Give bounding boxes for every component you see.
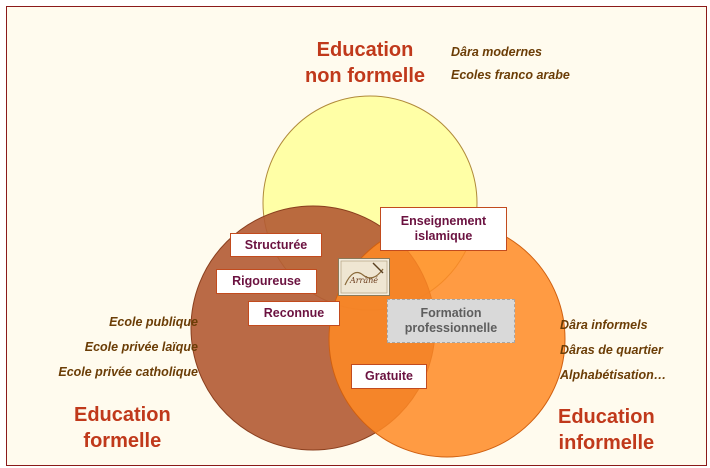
list-item: Dâras de quartier [560,343,663,357]
title-line: Education [558,406,655,428]
list-item: Dâra informels [560,318,648,332]
box-label: Formation [420,306,482,320]
box-label: Enseignement [400,214,487,228]
logo-text: Arrâné [349,276,378,285]
title-line: formelle [83,430,162,452]
title-education-formelle: Education formelle [74,402,171,454]
list-formelle: Ecole publique Ecole privée laïque Ecole… [58,310,198,385]
list-item: Ecole privée catholique [58,365,198,379]
box-rigoureuse: Rigoureuse [216,269,317,294]
title-education-non-formelle: Education non formelle [305,37,425,89]
list-non-formelle: Dâra modernes Ecoles franco arabe [451,41,570,87]
list-informelle: Dâra informels Dâras de quartier Alphabé… [560,313,666,388]
title-line: non formelle [305,65,426,87]
list-item: Ecole privée laïque [84,340,198,354]
box-label: Structurée [244,237,308,252]
title-education-informelle: Education informelle [558,404,655,456]
box-formation-professionnelle: Formation professionnelle [387,299,515,343]
box-structuree: Structurée [230,233,322,257]
list-item: Alphabétisation… [560,368,667,382]
title-line: Education [74,404,171,426]
box-label: Rigoureuse [232,274,301,288]
box-label: islamique [414,229,473,243]
slide: Education non formelle Education formell… [6,6,707,466]
title-line: informelle [558,432,655,454]
box-gratuite: Gratuite [351,364,427,389]
arrane-logo: Arrâné [338,258,390,296]
box-label: Gratuite [365,369,413,383]
list-item: Ecole publique [109,315,198,329]
list-item: Dâra modernes [451,45,543,59]
title-line: Education [316,39,414,61]
box-reconnue: Reconnue [248,301,340,326]
list-item: Ecoles franco arabe [451,68,570,82]
box-label: professionnelle [404,321,498,335]
box-enseignement-islamique: Enseignement islamique [380,207,507,251]
box-label: Reconnue [263,306,325,320]
